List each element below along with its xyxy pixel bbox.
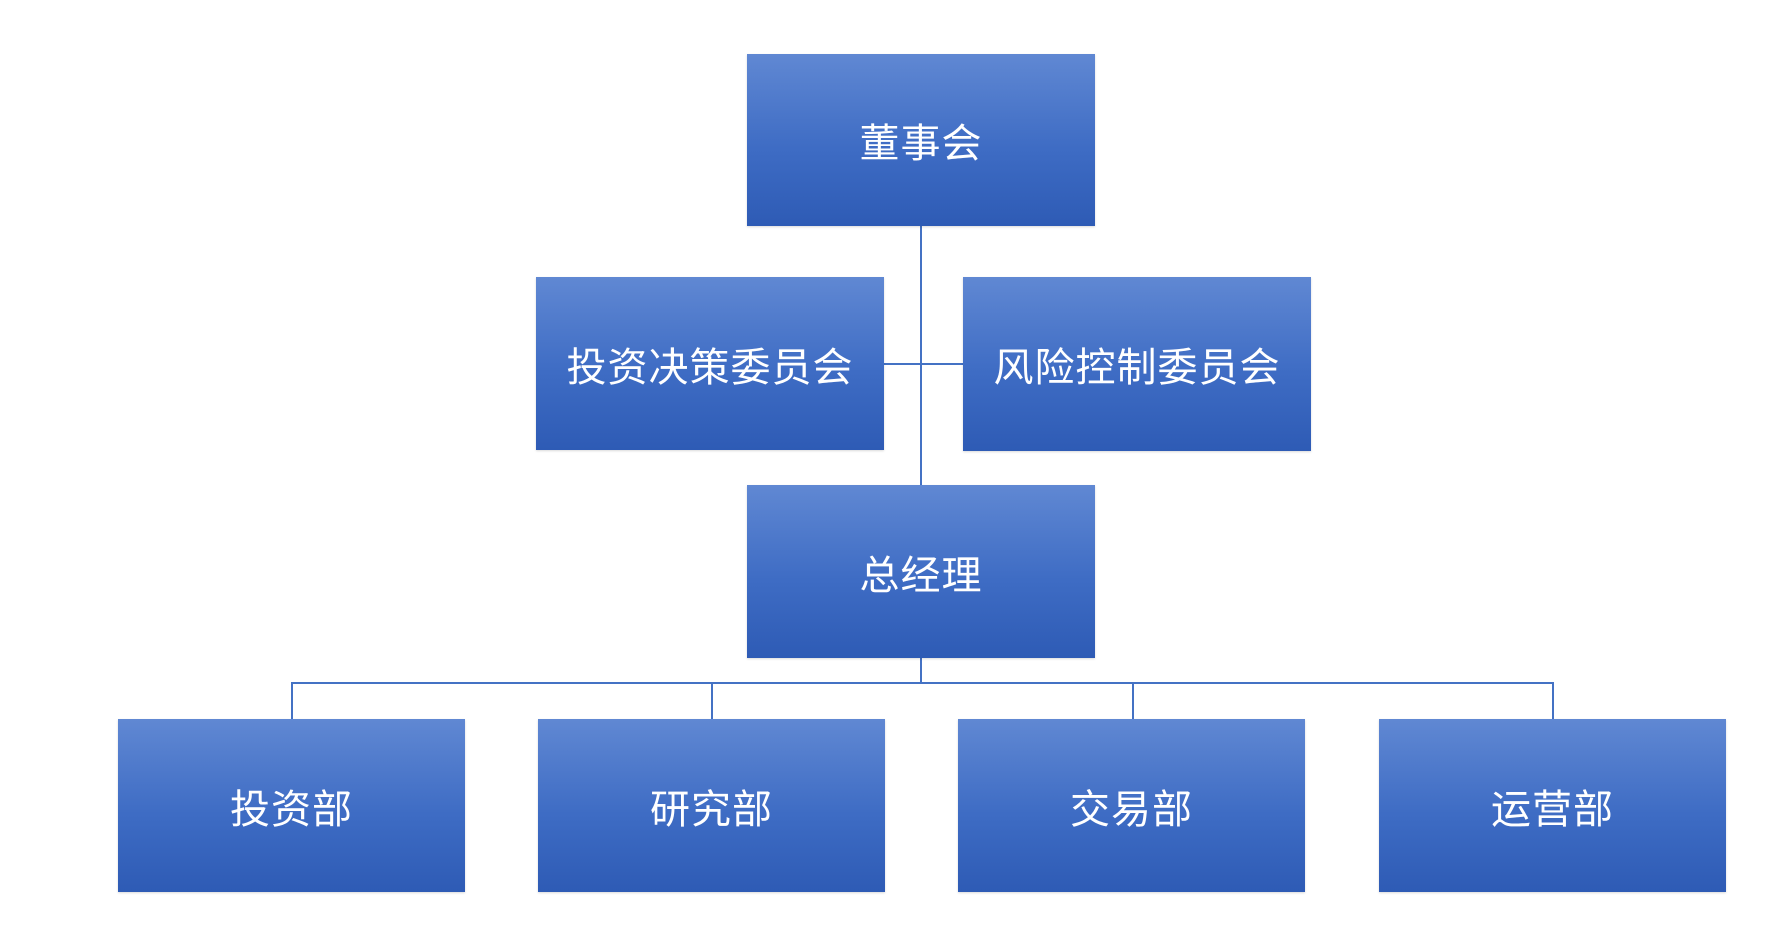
- node-general-manager-label: 总经理: [859, 552, 983, 599]
- connector-departments-bus: [291, 682, 1553, 684]
- connector-to-dept-investment: [291, 682, 293, 720]
- connector-to-investment-committee: [884, 363, 921, 365]
- node-dept-investment: 投资部: [118, 719, 465, 892]
- connector-to-dept-operations: [1552, 682, 1554, 720]
- node-dept-trading-label: 交易部: [1070, 786, 1193, 833]
- node-dept-trading: 交易部: [958, 719, 1305, 892]
- node-board-label: 董事会: [859, 121, 983, 167]
- connector-to-risk-committee: [920, 363, 963, 365]
- connector-gm-down: [920, 658, 922, 683]
- node-investment-committee: 投资决策委员会: [536, 277, 884, 450]
- node-board: 董事会: [747, 54, 1095, 226]
- node-dept-investment-label: 投资部: [230, 786, 353, 833]
- connector-to-dept-trading: [1132, 682, 1134, 720]
- connector-board-to-gm: [920, 226, 922, 486]
- node-dept-operations-label: 运营部: [1491, 786, 1614, 833]
- node-dept-operations: 运营部: [1379, 719, 1726, 892]
- connector-to-dept-research: [711, 682, 713, 720]
- node-dept-research: 研究部: [538, 719, 885, 892]
- node-investment-committee-label: 投资决策委员会: [566, 344, 854, 391]
- node-risk-committee: 风险控制委员会: [963, 277, 1311, 451]
- node-general-manager: 总经理: [747, 485, 1095, 658]
- node-dept-research-label: 研究部: [650, 786, 773, 833]
- node-risk-committee-label: 风险控制委员会: [993, 345, 1281, 391]
